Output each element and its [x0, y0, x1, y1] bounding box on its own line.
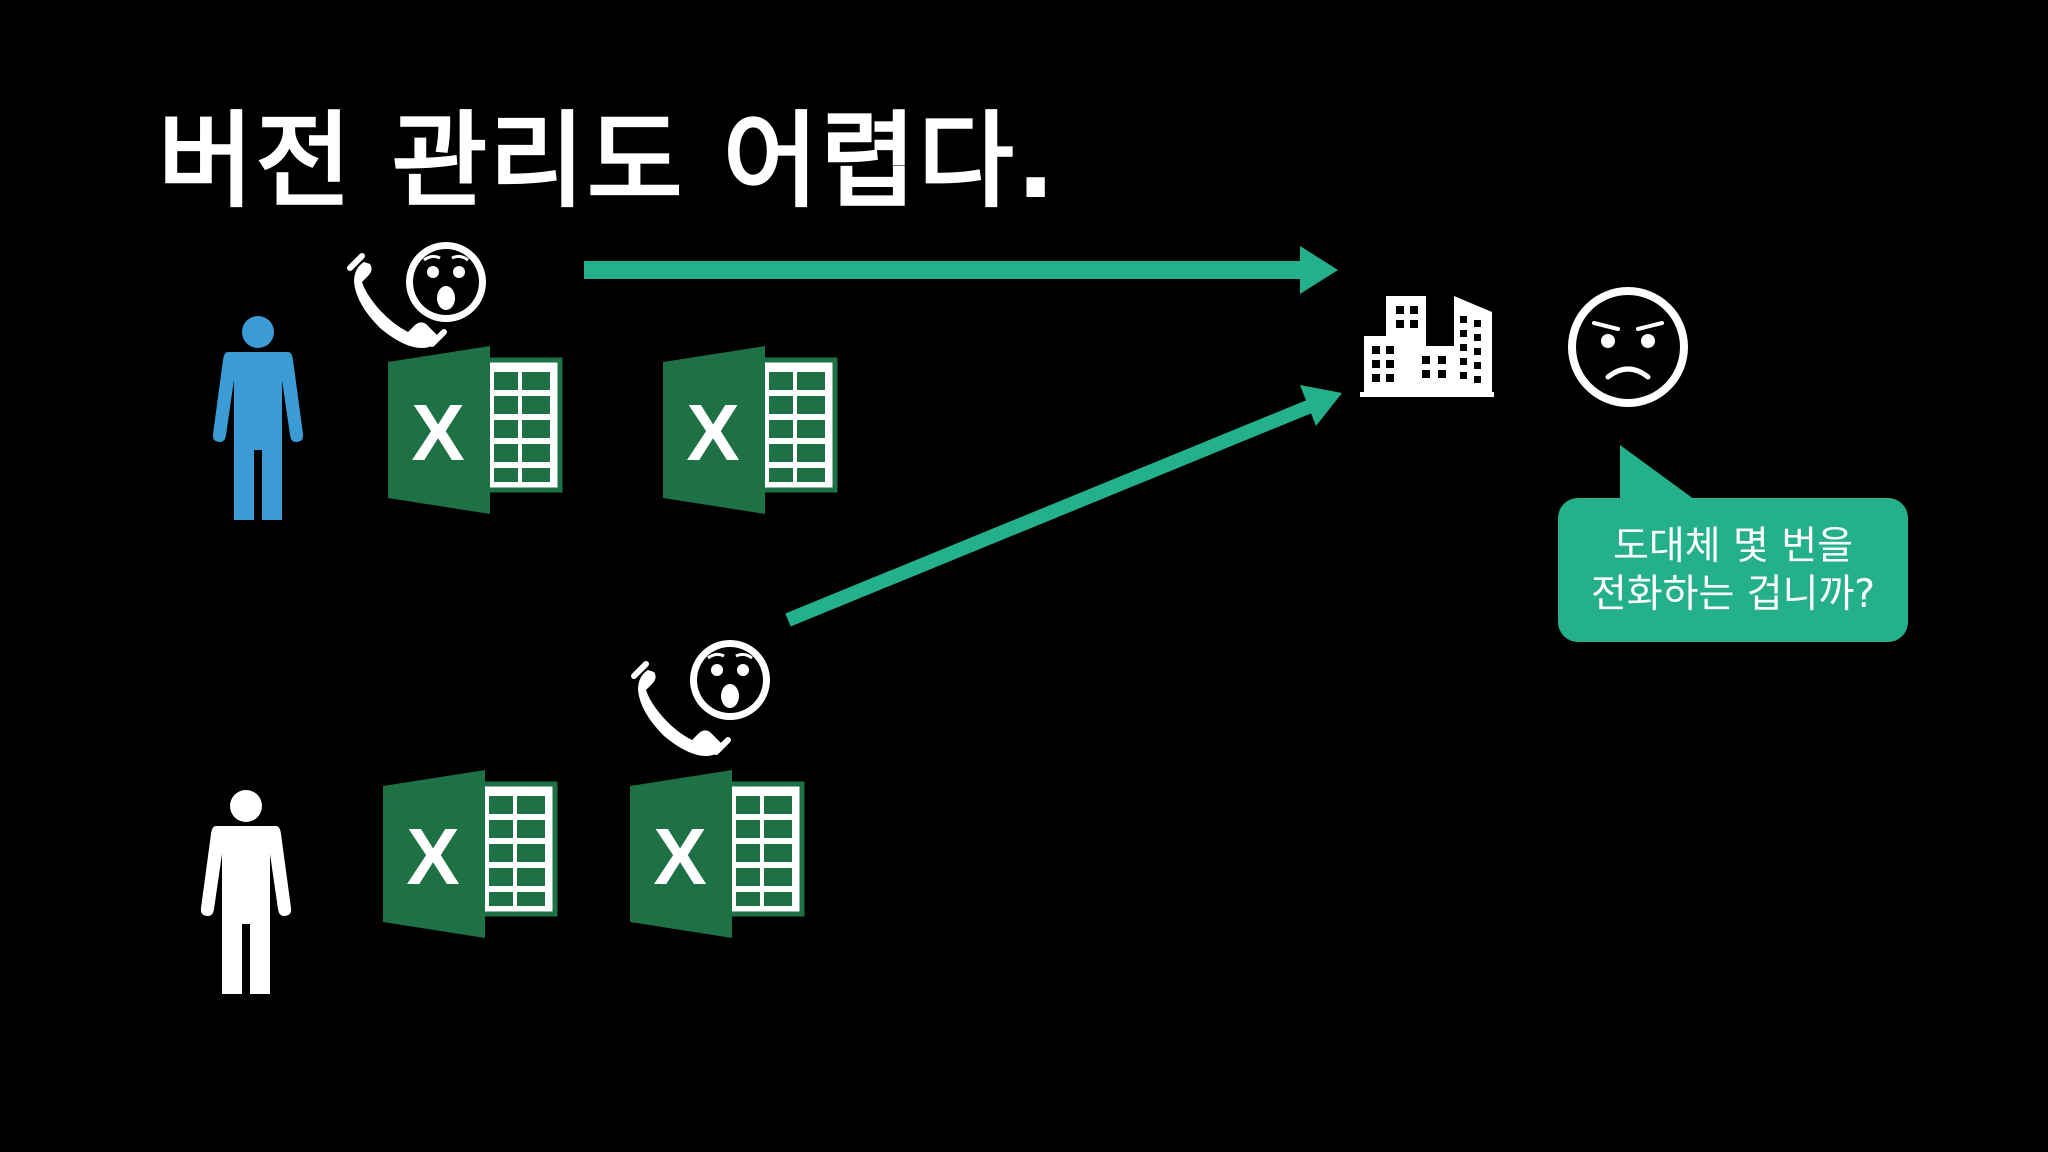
speech-bubble-text: 도대체 몇 번을 전화하는 겁니까? [1558, 500, 1908, 642]
office-building-icon [1360, 296, 1494, 397]
person-icon-blue [212, 316, 304, 520]
arrow-icon [785, 385, 1342, 627]
excel-file-icon [383, 770, 555, 938]
arrow-icon [584, 246, 1338, 294]
speech-bubble-line-1: 도대체 몇 번을 [1612, 524, 1854, 570]
speech-bubble-line-2: 전화하는 겁니까? [1590, 572, 1876, 617]
excel-file-icon [663, 346, 835, 514]
surprised-face-icon [404, 240, 488, 324]
angry-face-icon [1568, 287, 1688, 407]
person-icon-white [200, 790, 292, 994]
excel-file-icon [630, 770, 802, 938]
slide-title: 버전 관리도 어렵다. [158, 100, 1058, 222]
surprised-face-icon [688, 638, 772, 722]
speech-bubble [1558, 445, 1908, 642]
excel-file-icon [388, 346, 560, 514]
